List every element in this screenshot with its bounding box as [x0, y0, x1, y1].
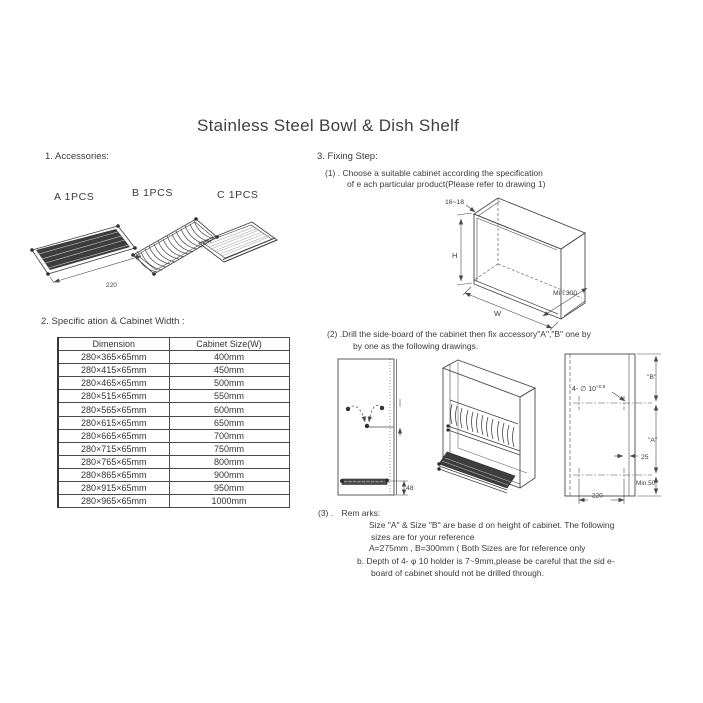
- installed-dish-rack: [446, 399, 521, 456]
- panel-outline: [564, 353, 636, 497]
- remark-b-line1: b. Depth of 4- φ 10 holder is 7~9mm,plea…: [357, 556, 615, 566]
- hole-centerlines: [573, 391, 652, 482]
- accessory-a-label: A 1PCS: [54, 191, 95, 203]
- accessory-a-width-dim: 220: [106, 282, 117, 289]
- accessory-b-sketch: [131, 217, 219, 276]
- mounting-points: [345, 399, 400, 436]
- shelf-height-dim-label: 48: [406, 485, 414, 492]
- dim-220-label: 220: [592, 493, 603, 500]
- hole-layout-drawing: 4- ∅ 10+0.5 "B" "A" 25 Min.50 220: [564, 353, 661, 504]
- remark-a-line2: sizes are for your reference: [371, 532, 475, 542]
- dim-25-label: 25: [641, 454, 649, 461]
- bottom-shelf: [340, 478, 408, 496]
- width-dim-label: W: [494, 309, 502, 318]
- remark-a-line3: A=275mm , B=300mm ( Both Sizes are for r…: [369, 543, 586, 553]
- fixing-heading: 3. Fixing Step:: [317, 151, 378, 162]
- step3-number: (3) .: [318, 508, 334, 518]
- fixing-step2-line1: (2) .Drill the side-board of the cabinet…: [327, 329, 591, 339]
- accessories-drawing: 220: [30, 217, 278, 289]
- table-header-row: Dimension Cabinet Size(W): [57, 336, 290, 352]
- cabinet-dimensions: [456, 204, 588, 331]
- step3-title: Rem arks:: [341, 508, 381, 518]
- accessories-heading: 1. Accessories:: [45, 151, 109, 162]
- side-view-drawing: 48: [337, 358, 414, 496]
- remark-a-line1: Size "A" & Size "B" are base d on height…: [369, 520, 615, 530]
- col-header-dimension: Dimension: [57, 336, 170, 352]
- dim-a-label: "A": [648, 437, 658, 444]
- accessory-c-label: C 1PCS: [217, 189, 259, 201]
- cabinet-outline: [473, 197, 586, 320]
- step2-text: .Drill the side-board of the cabinet the…: [339, 329, 591, 339]
- height-dim-label: H: [452, 251, 457, 260]
- thickness-dim-label: 16~18: [445, 199, 464, 206]
- fixing-step1-line2: of e ach particular product(Please refer…: [347, 179, 546, 189]
- panel-dimensions: [578, 353, 661, 504]
- installed-shelf: [437, 451, 516, 494]
- hole-spec-label: 4- ∅ 10+0.5: [572, 384, 606, 393]
- step1-number: (1) .: [325, 168, 341, 178]
- fixing-step3-heading: (3) . Rem arks:: [318, 508, 380, 518]
- fixing-step2-line2: by one as the following drawings.: [353, 341, 479, 351]
- cabinet-drawing-1: 16~18 H W Min.300: [445, 197, 588, 331]
- dim-b-label: "B": [647, 374, 657, 381]
- dim-min50-label: Min.50: [636, 480, 656, 487]
- accessory-a-sketch: [30, 224, 142, 284]
- depth-dim-label: Min.300: [553, 290, 577, 297]
- col-header-cabinet-size: Cabinet Size(W): [168, 336, 290, 352]
- assembled-cabinet-drawing: [437, 359, 537, 494]
- page-title: Stainless Steel Bowl & Dish Shelf: [197, 116, 460, 135]
- fixing-step1-line1: (1) . Choose a suitable cabinet accordin…: [325, 168, 543, 178]
- spec-heading: 2. Specific ation & Cabinet Width :: [41, 316, 185, 327]
- accessory-b-label: B 1PCS: [132, 187, 173, 199]
- step1-text: Choose a suitable cabinet according the …: [342, 168, 543, 178]
- remark-b-line2: board of cabinet should not be drilled t…: [371, 568, 544, 578]
- accessory-c-sketch: [198, 221, 278, 263]
- step2-number: (2): [327, 329, 338, 339]
